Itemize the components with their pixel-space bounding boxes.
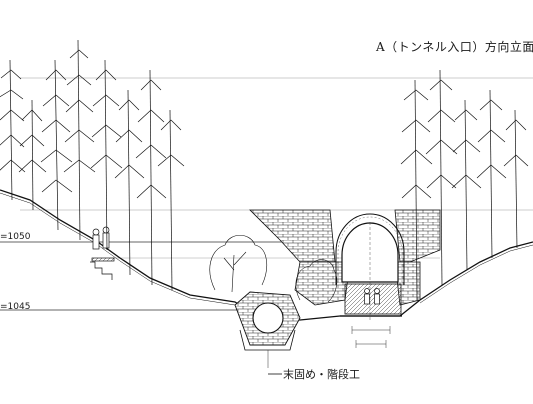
deciduous-trees — [209, 234, 338, 303]
culvert-pipe — [234, 291, 301, 368]
drawing-title: A（トンネル入口）方向立面図 — [376, 40, 533, 54]
people-in-tunnel — [364, 288, 380, 305]
callout-label: 末固め・階段工 — [283, 368, 360, 381]
conifer-trees — [0, 39, 529, 301]
horizon-lines — [20, 77, 533, 211]
tunnel-portal — [335, 213, 405, 320]
elevation-label-lower: =1045 — [0, 302, 31, 312]
steps-and-hikers — [90, 226, 115, 280]
dimension-lines — [351, 326, 391, 348]
elevation-label-upper: =1050 — [0, 232, 31, 242]
